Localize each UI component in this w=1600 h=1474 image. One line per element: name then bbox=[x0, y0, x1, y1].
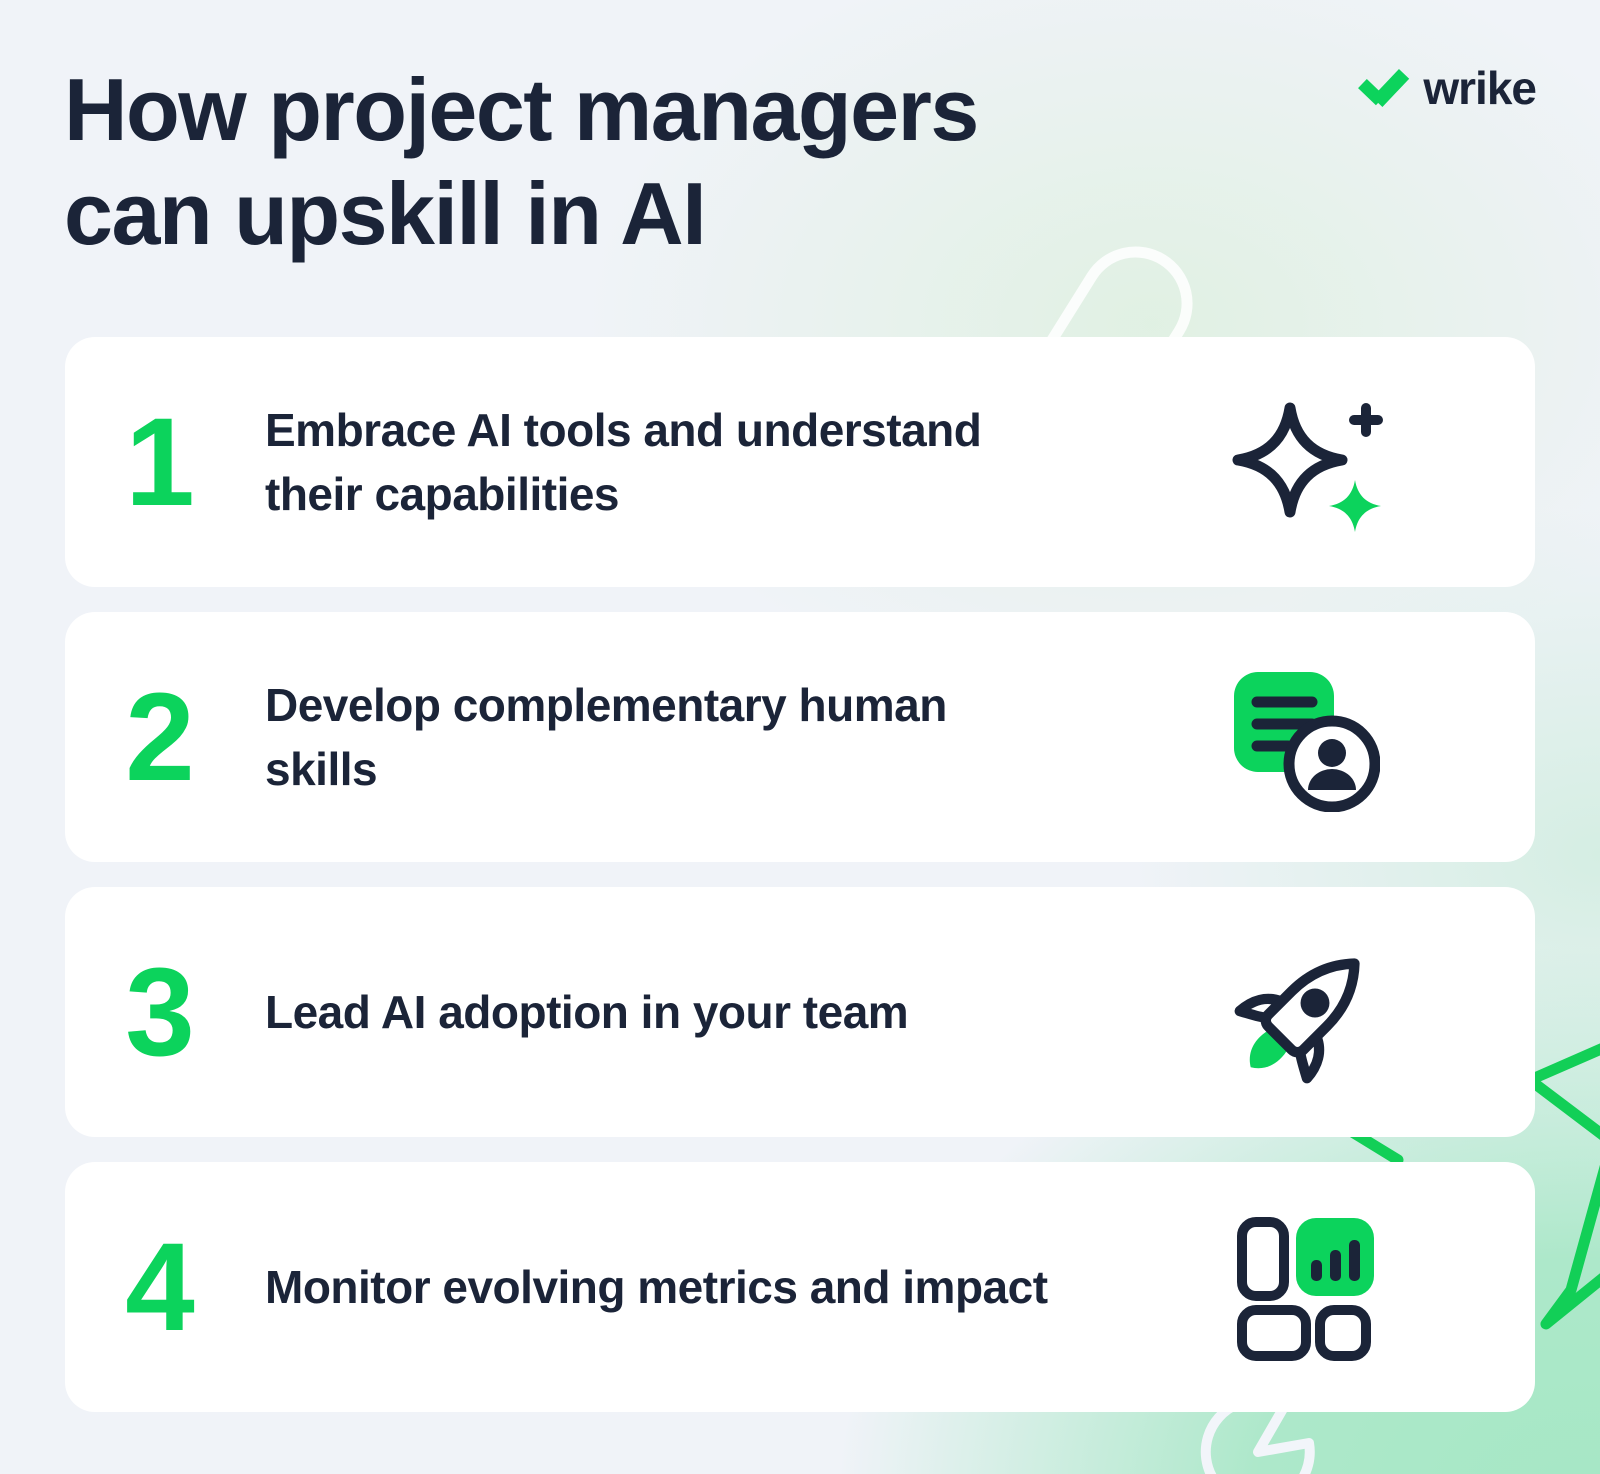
wrike-logo-text: wrike bbox=[1423, 62, 1537, 114]
dashboard-bar-chart-icon bbox=[1225, 1207, 1385, 1367]
step-card-2: 2 Develop complementary human skills bbox=[65, 612, 1535, 862]
step-card-1: 1 Embrace AI tools and understand their … bbox=[65, 337, 1535, 587]
step-label: Embrace AI tools and understand their ca… bbox=[265, 403, 982, 520]
page-title: How project managers can upskill in AI bbox=[64, 58, 979, 266]
step-card-3: 3 Lead AI adoption in your team bbox=[65, 887, 1535, 1137]
steps-list: 1 Embrace AI tools and understand their … bbox=[65, 337, 1535, 1412]
step-label: Monitor evolving metrics and impact bbox=[265, 1260, 1048, 1313]
step-card-4: 4 Monitor evolving metrics and impact bbox=[65, 1162, 1535, 1412]
page-title-line1: How project managers bbox=[64, 60, 979, 159]
page-title-line2: can upskill in AI bbox=[64, 163, 707, 263]
step-number: 4 bbox=[125, 1217, 195, 1357]
wrike-logo: wrike bbox=[1355, 62, 1537, 114]
step-number: 3 bbox=[125, 942, 195, 1082]
wrike-checkmark-icon bbox=[1358, 69, 1410, 107]
rocket-icon bbox=[1225, 932, 1385, 1092]
header: How project managers can upskill in AI w… bbox=[64, 58, 1537, 266]
message-person-icon bbox=[1225, 657, 1385, 817]
ai-sparkles-icon bbox=[1225, 382, 1385, 542]
step-number: 1 bbox=[125, 392, 195, 532]
step-number: 2 bbox=[125, 667, 195, 807]
step-label: Develop complementary human skills bbox=[265, 678, 947, 795]
step-label: Lead AI adoption in your team bbox=[265, 985, 909, 1038]
